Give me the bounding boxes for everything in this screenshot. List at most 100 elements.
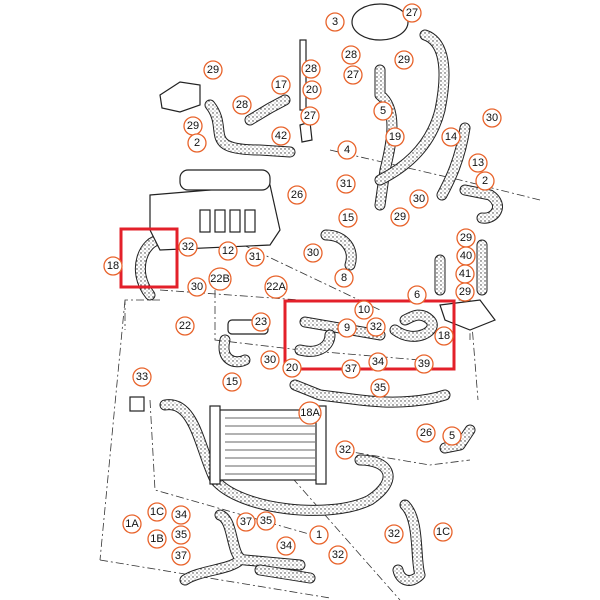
callout-circle [354, 300, 374, 320]
callout-10: 10 [354, 300, 374, 320]
callout-40: 40 [456, 246, 476, 266]
callout-label: 18A [300, 407, 320, 419]
callout-circle [407, 285, 427, 305]
callout-label: 29 [459, 286, 471, 298]
callout-29: 29 [394, 50, 414, 70]
callout-circle [132, 367, 152, 387]
callout-label: 27 [304, 110, 316, 122]
callout-label: 34 [175, 509, 187, 521]
callout-label: 1 [316, 529, 322, 541]
callout-label: 32 [388, 528, 400, 540]
callout-label: 3 [332, 16, 338, 28]
callout-28: 28 [341, 45, 361, 65]
callout-circle [309, 525, 329, 545]
callout-29: 29 [203, 60, 223, 80]
callout-circle [385, 127, 405, 147]
callout-label: 42 [275, 130, 287, 142]
callout-12: 12 [218, 241, 238, 261]
callout-label: 29 [207, 64, 219, 76]
callout-circle [343, 65, 363, 85]
callout-32: 32 [178, 237, 198, 257]
callout-1c: 1C [147, 502, 167, 522]
callout-label: 2 [194, 137, 200, 149]
callout-35: 35 [171, 525, 191, 545]
callout-20: 20 [302, 80, 322, 100]
callout-22: 22 [175, 316, 195, 336]
callout-13: 13 [468, 153, 488, 173]
callout-label: 35 [374, 382, 386, 394]
callout-18: 18 [434, 326, 454, 346]
callout-circle [366, 317, 386, 337]
callout-41: 41 [455, 264, 475, 284]
callout-label: 10 [358, 304, 370, 316]
callout-label: 2 [482, 175, 488, 187]
callout-label: 32 [182, 241, 194, 253]
callout-circle [271, 75, 291, 95]
callout-label: 37 [175, 550, 187, 562]
callout-circle [338, 208, 358, 228]
callout-label: 4 [344, 144, 350, 156]
callout-32: 32 [335, 440, 355, 460]
callout-circle [178, 237, 198, 257]
callout-17: 17 [271, 75, 291, 95]
callout-circle [390, 207, 410, 227]
callout-label: 31 [340, 178, 352, 190]
callout-circle [264, 275, 288, 299]
callout-2: 2 [187, 133, 207, 153]
callout-label: 34 [372, 356, 384, 368]
callout-label: 28 [236, 99, 248, 111]
clamp [129, 396, 145, 412]
callout-label: 29 [460, 232, 472, 244]
callout-circle [256, 511, 276, 531]
callout-circle [416, 423, 436, 443]
callout-circle [325, 12, 345, 32]
callout-39: 39 [414, 354, 434, 374]
callout-15: 15 [338, 208, 358, 228]
callout-label: 35 [260, 515, 272, 527]
callout-30: 30 [482, 108, 502, 128]
callout-label: 29 [398, 54, 410, 66]
callout-26: 26 [416, 423, 436, 443]
callout-37: 37 [171, 546, 191, 566]
callout-28: 28 [232, 95, 252, 115]
callout-label: 12 [222, 245, 234, 257]
callout-27: 27 [300, 106, 320, 126]
callout-circle [276, 536, 296, 556]
callout-label: 27 [347, 69, 359, 81]
callout-circle [475, 171, 495, 191]
callout-label: 20 [306, 84, 318, 96]
callout-circle [236, 512, 256, 532]
callout-label: 29 [187, 120, 199, 132]
callout-circle [337, 318, 357, 338]
callout-label: 35 [175, 529, 187, 541]
callout-circle [122, 514, 142, 534]
callout-label: 30 [264, 354, 276, 366]
callout-label: 14 [445, 131, 457, 143]
callout-circle [203, 60, 223, 80]
callout-14: 14 [441, 127, 461, 147]
callout-label: 15 [226, 376, 238, 388]
callout-label: 31 [249, 251, 261, 263]
callout-label: 5 [380, 105, 386, 117]
callout-9: 9 [337, 318, 357, 338]
callout-label: 28 [345, 49, 357, 61]
callout-label: 13 [472, 157, 484, 169]
components [129, 3, 496, 485]
callout-label: 34 [280, 540, 292, 552]
callout-circle [341, 359, 361, 379]
callout-label: 20 [286, 362, 298, 374]
callout-circle [282, 358, 302, 378]
callout-circle [218, 241, 238, 261]
callout-label: 22 [179, 320, 191, 332]
callout-32: 32 [384, 524, 404, 544]
callout-circle [301, 59, 321, 79]
callout-label: 1A [125, 518, 139, 530]
callout-27: 27 [343, 65, 363, 85]
callout-label: 26 [420, 427, 432, 439]
callout-circle [245, 247, 265, 267]
callout-34: 34 [368, 352, 388, 372]
callout-label: 23 [255, 316, 267, 328]
callout-label: 32 [332, 549, 344, 561]
callout-circle [103, 256, 123, 276]
callout-circle [147, 502, 167, 522]
